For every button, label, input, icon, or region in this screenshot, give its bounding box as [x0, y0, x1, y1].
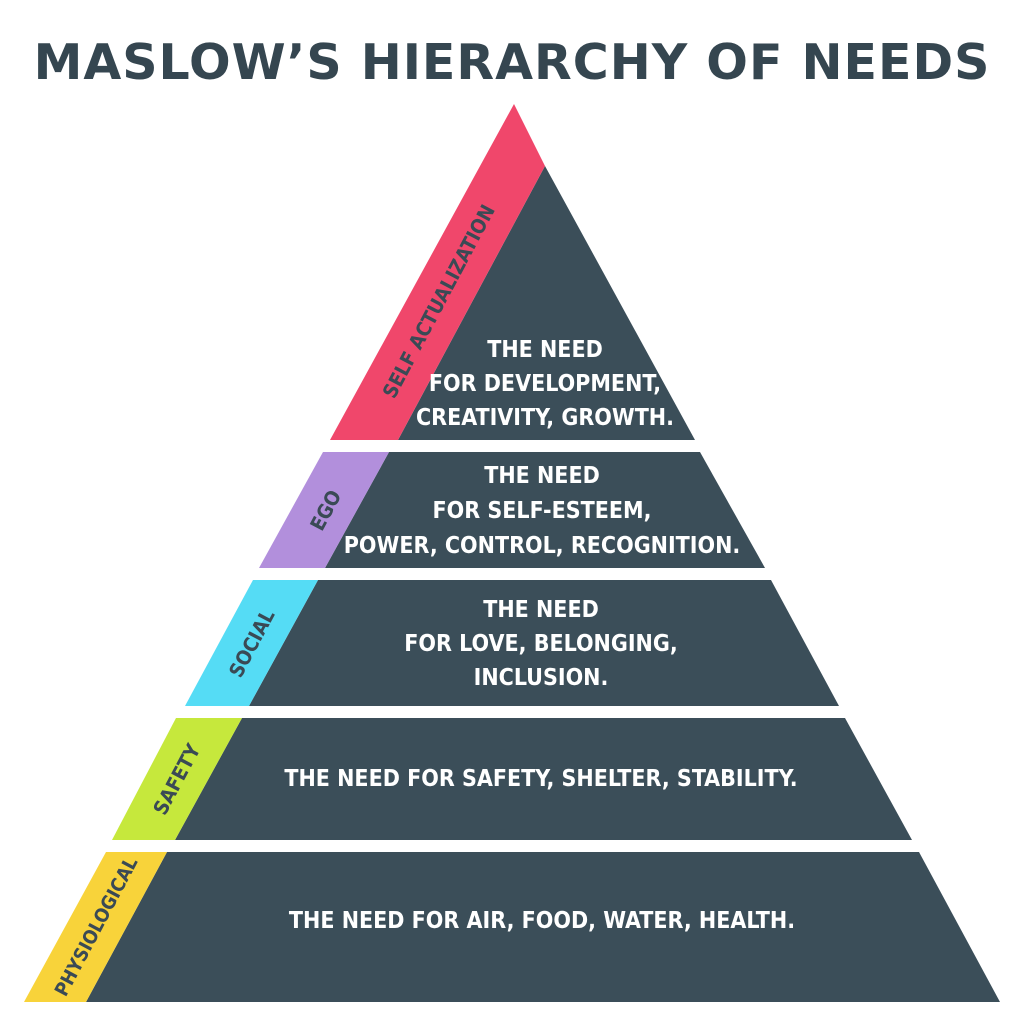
- level-self-actualization: SELF ACTUALIZATION THE NEED FOR DEVELOPM…: [330, 104, 695, 440]
- physiological-band: [86, 852, 1000, 1002]
- social-text-line-3: INCLUSION.: [474, 665, 609, 691]
- page-title: MASLOW’S HIERARCHY OF NEEDS: [33, 34, 991, 91]
- self-actualization-text-line-1: THE NEED: [487, 337, 603, 363]
- ego-text-line-2: FOR SELF-ESTEEM,: [432, 498, 651, 524]
- ego-band: [325, 452, 765, 568]
- social-band: [249, 580, 839, 706]
- social-stripe: [185, 580, 318, 706]
- safety-band: [175, 718, 912, 840]
- ego-text-line-3: POWER, CONTROL, RECOGNITION.: [344, 533, 741, 559]
- self-actualization-stripe: [330, 104, 545, 440]
- physiological-text-line-1: THE NEED FOR AIR, FOOD, WATER, HEALTH.: [289, 908, 795, 934]
- self-actualization-text-line-3: CREATIVITY, GROWTH.: [416, 405, 674, 431]
- level-safety: SAFETY THE NEED FOR SAFETY, SHELTER, STA…: [112, 718, 912, 840]
- safety-text-line-1: THE NEED FOR SAFETY, SHELTER, STABILITY.: [284, 766, 797, 792]
- level-social: SOCIAL THE NEED FOR LOVE, BELONGING, INC…: [185, 580, 839, 706]
- self-actualization-band: [398, 166, 695, 440]
- self-actualization-text-line-2: FOR DEVELOPMENT,: [429, 371, 661, 397]
- ego-stripe: [259, 452, 389, 568]
- ego-text-line-1: THE NEED: [484, 463, 600, 489]
- safety-stripe: [112, 718, 242, 840]
- level-ego: EGO THE NEED FOR SELF-ESTEEM, POWER, CON…: [259, 452, 765, 568]
- social-text-line-2: FOR LOVE, BELONGING,: [404, 631, 677, 657]
- level-physiological: PHYSIOLOGICAL THE NEED FOR AIR, FOOD, WA…: [24, 852, 1000, 1002]
- social-text-line-1: THE NEED: [483, 597, 599, 623]
- physiological-stripe: [24, 852, 167, 1002]
